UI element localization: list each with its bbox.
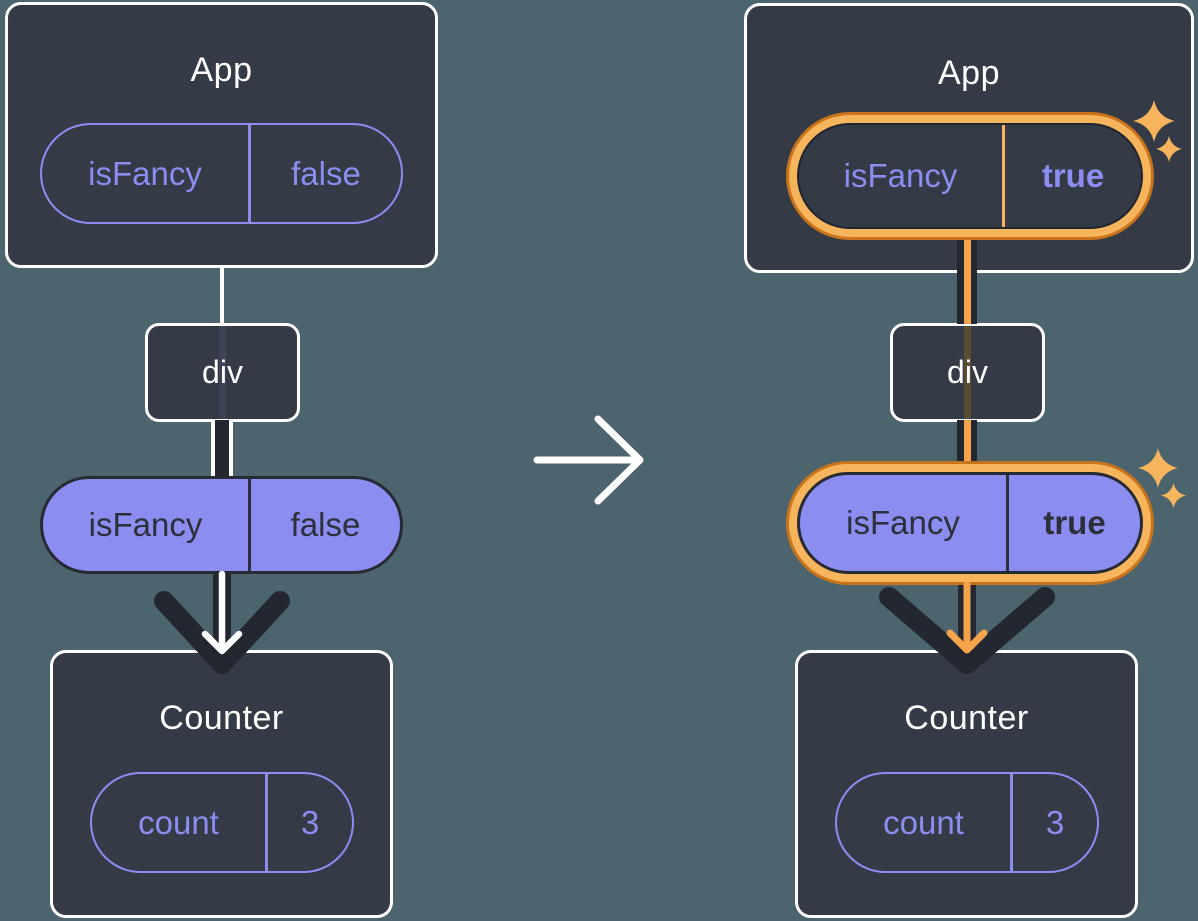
pill-divider: [248, 479, 251, 571]
state-pill-value: true: [1041, 157, 1105, 194]
connector-app-to-div: [957, 236, 977, 324]
prop-pill-value: true: [1043, 504, 1106, 541]
app-card-title: App: [190, 51, 253, 89]
state-pill-value: 3: [1045, 803, 1065, 841]
pill-divider: [248, 125, 251, 222]
prop-pill-value: false: [290, 506, 361, 543]
prop-pill-key: isFancy: [846, 504, 960, 541]
prop-pill: isFancy false: [40, 476, 403, 574]
prop-pill: isFancy true: [797, 472, 1143, 574]
sparkle-icon: [1138, 448, 1178, 488]
highlight-ring: isFancy true: [786, 112, 1154, 240]
state-pill-key: count: [883, 803, 964, 841]
state-pill-key: isFancy: [843, 157, 958, 194]
pill-divider: [1010, 774, 1013, 871]
prop-pill-key: isFancy: [88, 506, 203, 543]
state-pill-key: count: [138, 803, 219, 841]
connector-div-to-prop: [211, 420, 233, 479]
state-pill-value: false: [291, 154, 361, 192]
connector-div-to-prop: [957, 420, 977, 468]
sparkle-icon: [1161, 483, 1186, 508]
pass-through-line: [219, 326, 226, 419]
counter-card-title: Counter: [904, 699, 1029, 737]
counter-state-pill: count 3: [90, 772, 354, 873]
div-node-label: div: [947, 354, 988, 390]
app-state-pill: isFancy false: [40, 123, 403, 224]
highlight-line: [963, 420, 971, 468]
app-card-title: App: [938, 54, 1000, 92]
transition-arrow-icon: [533, 415, 644, 505]
div-node: div: [890, 323, 1045, 422]
connector-app-to-div: [220, 266, 224, 324]
counter-card-title: Counter: [159, 699, 284, 737]
div-node-label: div: [202, 354, 243, 390]
pill-divider: [1006, 475, 1009, 571]
state-pill-value: 3: [300, 803, 320, 841]
highlight-line: [963, 236, 971, 324]
connector-prop-to-counter: [958, 581, 976, 653]
highlight-ring: isFancy true: [786, 461, 1154, 585]
state-pill-key: isFancy: [88, 154, 202, 192]
pill-divider: [1002, 125, 1005, 227]
connector-prop-to-counter: [213, 570, 231, 652]
sparkle-icon: [1133, 100, 1175, 142]
sparkle-icon: [1156, 136, 1182, 162]
counter-state-pill: count 3: [835, 772, 1099, 873]
app-state-pill: isFancy true: [797, 123, 1143, 229]
pill-divider: [265, 774, 268, 871]
pass-through-line: [964, 326, 971, 419]
div-node: div: [145, 323, 300, 422]
